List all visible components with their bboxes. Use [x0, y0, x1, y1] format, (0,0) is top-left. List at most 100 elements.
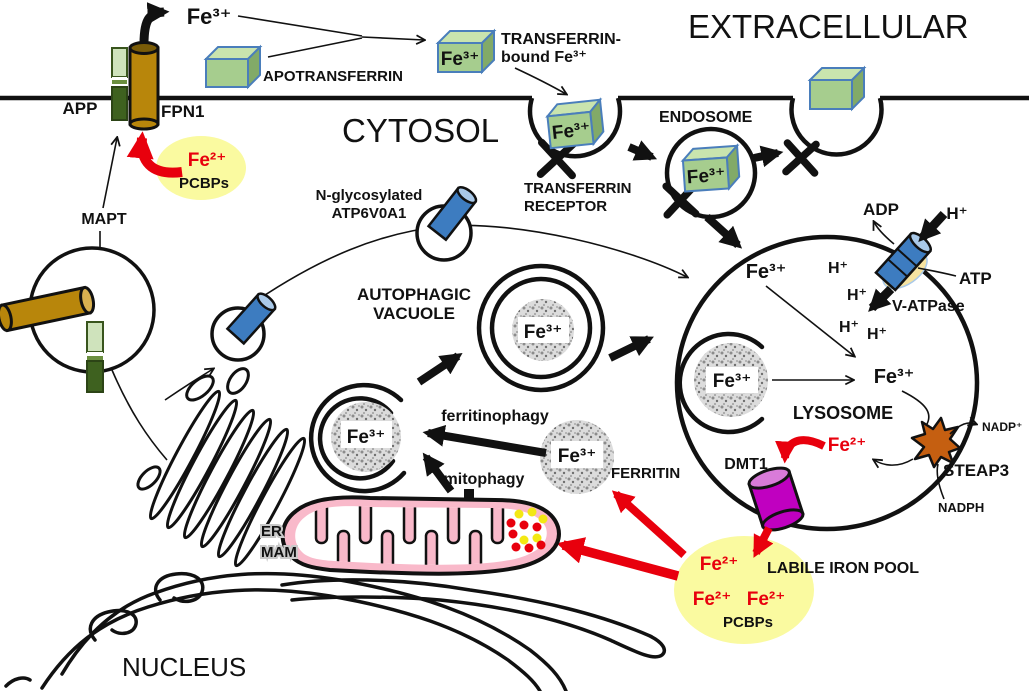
mapt-transport-vesicle: [0, 246, 156, 393]
tf-bound-label-line2: bound Fe³⁺: [501, 49, 587, 66]
transferrin-receptor-icon: [536, 138, 578, 180]
lysosome-ferritin-aggregate: Fe³⁺: [694, 343, 768, 417]
h-label: H⁺: [946, 204, 967, 223]
dmt1-label: DMT1: [724, 456, 768, 473]
mapt-vesicle-to-er-line: [111, 369, 168, 461]
er-label: ER: [261, 523, 282, 540]
ferritin-label: FERRITIN: [611, 465, 680, 482]
fe3-binding-line: [237, 15, 363, 37]
autophagic-vacuole-label-line2: VACUOLE: [373, 304, 455, 323]
h-label: H⁺: [828, 260, 848, 277]
mitophagy-label: mitophagy: [444, 471, 525, 488]
pcbp-pool-ellipse: [156, 136, 246, 200]
extracellular-label: EXTRACELLULAR: [688, 8, 969, 45]
endosome-to-lysosome-arrow: [704, 214, 743, 249]
h-label: H⁺: [867, 326, 887, 343]
apotransferrin-label: APOTRANSFERRIN: [263, 68, 403, 85]
cytosol-label: CYTOSOL: [342, 112, 499, 149]
dmt1-transporter: [747, 466, 805, 532]
tf-bound-label-line1: TRANSFERRIN-: [501, 31, 621, 48]
aggregate-fe3-label: Fe³⁺: [713, 371, 752, 392]
er-cisternae: [136, 367, 307, 568]
h-label: H⁺: [847, 287, 867, 304]
nadph-label: NADPH: [938, 500, 984, 515]
ferritinophagy-arrow: [422, 424, 547, 457]
steap3-to-fe2-arrow: [874, 458, 914, 465]
autophagic-vacuole-label-line1: AUTOPHAGIC: [357, 285, 471, 304]
atp-label: ATP: [959, 269, 992, 288]
atp6v0a1-vesicle-top: [415, 186, 478, 262]
mam-label: MAM: [261, 544, 297, 561]
recycling-pit: [789, 97, 884, 157]
app-label: APP: [63, 99, 98, 118]
fe2-label: Fe²⁺: [188, 150, 227, 171]
fpn1-label: FPN1: [161, 102, 204, 121]
receptor-icon-recycling: [782, 139, 820, 177]
fe3-to-steap3-line: [901, 390, 930, 425]
pool-to-mitochondria-arrow: [556, 537, 680, 581]
autophagic-vacuole: Fe³⁺: [476, 263, 606, 393]
plasma-membrane: [0, 95, 1029, 159]
dmt1-to-pool-arrow: [752, 526, 774, 558]
pool-pcbps-label: PCBPs: [723, 614, 773, 631]
pit-to-endosome-arrow: [627, 140, 658, 161]
apotransferrin-cube: [203, 44, 263, 90]
fe2-to-dmt1-arrow: [775, 436, 826, 464]
pcbps-label: PCBPs: [179, 175, 229, 192]
nglycosylated-label-line2: ATP6V0A1: [332, 205, 407, 222]
recycled-apotransferrin-cube: [807, 65, 867, 112]
pool-fe2-label: Fe²⁺: [747, 589, 786, 610]
ferritin-aggregate: Fe³⁺: [540, 420, 614, 494]
mapt-label: MAPT: [81, 211, 127, 228]
aggregate-fe3-label: Fe³⁺: [347, 427, 386, 448]
cube-fe3-label: Fe³⁺: [686, 165, 726, 189]
tf-receptor-label-line1: TRANSFERRIN: [524, 180, 632, 197]
transferrin-fe3-cube: [435, 28, 497, 75]
mitochondrial-iron-dots: [506, 507, 548, 553]
phagophore-ferritin-aggregate: Fe³⁺: [331, 402, 401, 472]
nuclear-envelope: [4, 571, 667, 691]
app-protein: [111, 47, 128, 121]
nadph-line: [936, 463, 945, 500]
fe3-release-arrow-1: [765, 285, 854, 356]
fe2-to-fpn1-arrow: [126, 131, 183, 178]
mitochondrion: [280, 495, 561, 576]
phagophore: [308, 382, 407, 494]
intralysosomal-vesicle: [677, 331, 765, 435]
pit-fe3-cube: [545, 97, 605, 150]
atp-pointer-line: [917, 267, 957, 277]
cube-fe3-label: Fe³⁺: [441, 49, 480, 70]
fe3-export-arrow: [139, 2, 170, 45]
nadp-label: NADP⁺: [982, 420, 1022, 434]
fpn1-transporter: [128, 41, 160, 131]
tf-to-pit-arrow: [514, 67, 566, 94]
pool-to-ferritin-arrow: [611, 490, 687, 558]
h-in-arrow: [918, 210, 948, 243]
endosome-fe3-cube: [680, 143, 741, 193]
apotransferrin-binding-line: [267, 37, 363, 58]
pool-fe2-label: Fe²⁺: [693, 589, 732, 610]
nglycosylated-label-line1: N-glycosylated: [316, 187, 423, 204]
endosome-to-recycling-arrow: [753, 145, 784, 168]
steap3-enzyme: [910, 416, 962, 469]
steap3-label: STEAP3: [943, 461, 1009, 480]
lysosome-label: LYSOSOME: [793, 403, 893, 423]
phagophore-to-vacuole-arrow: [416, 352, 463, 386]
mitophagy-arrow: [422, 452, 455, 494]
adp-release-arrow: [874, 222, 895, 245]
nadp-arrow: [949, 423, 976, 435]
aggregate-fe3-label: Fe³⁺: [524, 322, 563, 343]
fpn1-cargo-cylinder: [0, 285, 96, 333]
mapt-to-app-arrow: [102, 138, 117, 209]
pool-fe2-label: Fe²⁺: [700, 554, 739, 575]
v-atpase-label: V-ATPase: [892, 298, 965, 315]
free-fe3-label: Fe³⁺: [874, 366, 915, 388]
labile-iron-pool-ellipse: [674, 536, 814, 644]
labile-iron-pool-label: LABILE IRON POOL: [767, 560, 919, 577]
fe3-exported-label: Fe³⁺: [187, 4, 232, 29]
binding-arrow: [361, 37, 424, 40]
adp-label: ADP: [863, 200, 899, 219]
lysosome-fe2-label: Fe²⁺: [828, 435, 867, 456]
cube-fe3-label: Fe³⁺: [551, 119, 592, 144]
